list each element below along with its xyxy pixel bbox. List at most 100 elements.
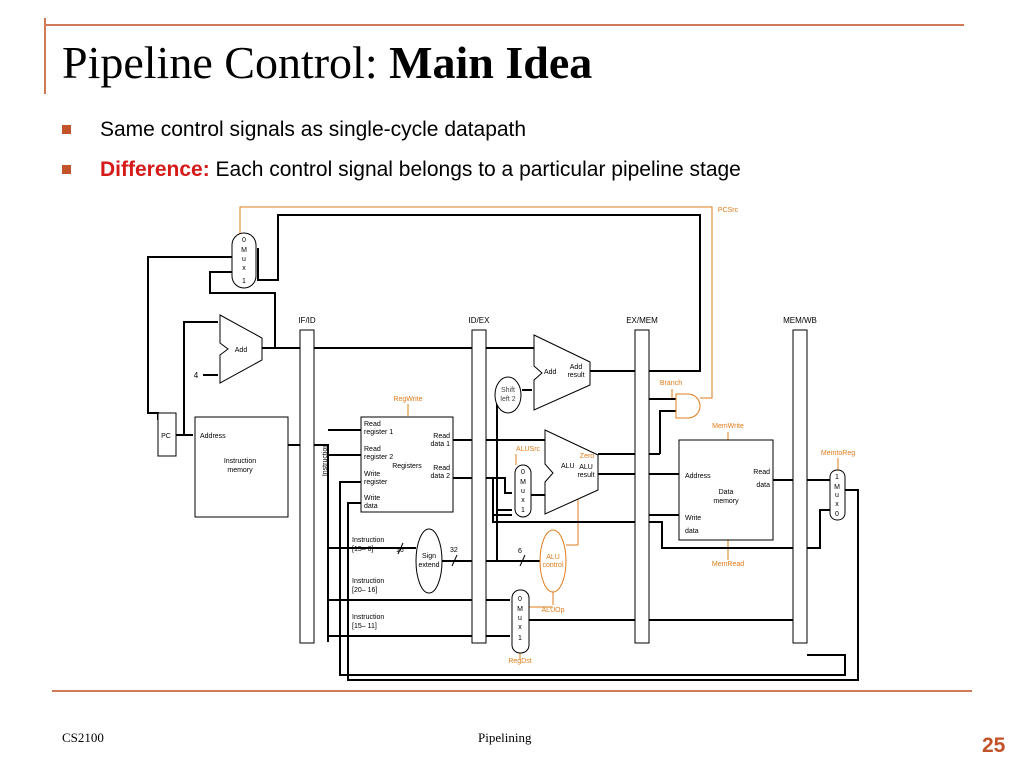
pipeline-registers: IF/ID ID/EX EX/MEM MEM/WB (298, 316, 817, 644)
mux-label: 0 (518, 596, 522, 603)
branch-and-gate (675, 393, 701, 419)
mux-alusrc-labels: 0 M u x 1 (520, 469, 526, 514)
alu-control (539, 529, 567, 593)
instr-15-0-label: Instruction[15– 0] (352, 537, 384, 553)
mux-label: 1 (835, 474, 839, 481)
mux-memtoreg (829, 469, 846, 521)
pipeline-register-ex-mem (634, 329, 650, 644)
control-memread: MemRead (712, 561, 744, 568)
mux-label: 0 (242, 237, 246, 244)
mux-label: u (518, 615, 522, 622)
mux-pcsrc-labels: 0 M u x 1 (241, 237, 247, 285)
mux-label: x (835, 501, 839, 508)
page-number: 25 (982, 734, 1006, 757)
mux-label: x (521, 497, 525, 504)
adder-pc (219, 314, 263, 384)
mux-label: u (242, 256, 246, 263)
adder-label: Add (235, 347, 248, 354)
sign-extend (415, 528, 443, 594)
alu (544, 429, 599, 515)
bullet-rest: Each control signal belongs to a particu… (209, 158, 741, 181)
pipeline-register-label: EX/MEM (626, 316, 658, 325)
pipeline-register-id-ex (471, 329, 487, 644)
control-regdst: RegDst (508, 658, 531, 665)
bits-6-label: 6 (518, 548, 522, 555)
instr-15-11-label: Instruction[15– 11] (352, 614, 384, 630)
control-memtoreg: MemtoReg (821, 450, 855, 457)
instruction-vertical-label: Instruction (322, 444, 329, 476)
mux-regdst (511, 589, 530, 654)
control-branch: Branch (660, 380, 682, 387)
mux-label: M (517, 606, 523, 613)
title-decoration-vertical (44, 18, 46, 94)
pipeline-register-label: MEM/WB (783, 316, 817, 325)
control-memwrite: MemWrite (712, 423, 744, 430)
program-counter-label: PC (161, 433, 171, 440)
mux-label: x (518, 624, 522, 631)
mux-label: 1 (242, 278, 246, 285)
pipeline-register-label: IF/ID (298, 316, 316, 325)
footer-divider (52, 690, 972, 692)
title-bold: Main Idea (389, 37, 593, 88)
footer-course: CS2100 (62, 730, 104, 745)
mux-label: 1 (521, 507, 525, 514)
mux-label: u (835, 492, 839, 499)
mux-label: M (520, 479, 526, 486)
bus-width-ticks (397, 542, 526, 567)
bullet-square-icon (62, 125, 71, 134)
control-regwrite: RegWrite (393, 396, 422, 403)
control-wires (239, 206, 839, 660)
bullet-emphasis: Difference: (100, 158, 210, 181)
adder-branch (533, 334, 591, 411)
data-memory (678, 439, 774, 541)
register-file (360, 416, 454, 513)
mux-pcsrc (231, 232, 257, 289)
control-alusrc: ALUSrc (516, 446, 541, 453)
instr-20-16-label: Instruction[20– 16] (352, 578, 384, 594)
control-pcsrc: PCSrc (718, 207, 739, 214)
program-counter (157, 412, 177, 457)
mux-alusrc (514, 464, 532, 518)
adder-branch-label: Add (544, 369, 557, 376)
alu-zero-label: Zero (580, 453, 595, 460)
slide-title: Pipeline Control: Main Idea (62, 40, 592, 86)
mux-label: 0 (835, 511, 839, 518)
mux-label: 1 (518, 635, 522, 642)
pipeline-register-mem-wb (792, 329, 808, 644)
mux-label: 0 (521, 469, 525, 476)
regs-name-label: Registers (392, 463, 422, 470)
footer-topic: Pipelining (478, 730, 532, 745)
title-decoration-horizontal (44, 24, 964, 26)
dmem-address-label: Address (685, 473, 711, 480)
bullet-square-icon (62, 165, 71, 174)
control-aluop: ALUOp (542, 607, 565, 614)
mux-regdst-labels: 0 M u x 1 (517, 596, 523, 642)
bullet-text: Difference: Each control signal belongs … (100, 158, 741, 182)
bits-32-label: 32 (450, 547, 458, 554)
title-regular: Pipeline Control: (62, 37, 390, 88)
bullet-text: Same control signals as single-cycle dat… (100, 118, 527, 141)
imem-address-label: Address (200, 433, 226, 440)
mux-memtoreg-labels: 1 M u x 0 (834, 474, 840, 518)
pipeline-register-label: ID/EX (469, 316, 491, 325)
constant-four: 4 (194, 371, 199, 380)
mux-label: M (834, 484, 840, 491)
mux-label: M (241, 247, 247, 254)
